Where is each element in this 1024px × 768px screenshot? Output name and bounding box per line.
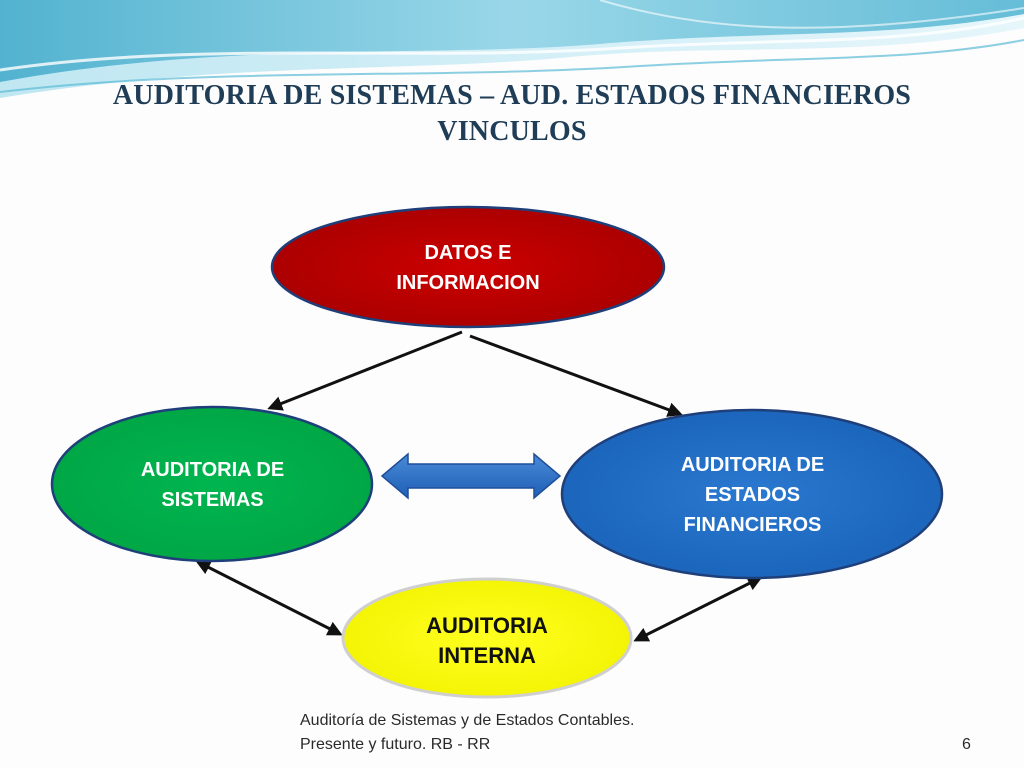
node-estados-line1: AUDITORIA DE xyxy=(680,454,825,476)
page-number: 6 xyxy=(962,736,971,753)
node-datos-label: DATOS E INFORMACION xyxy=(330,238,606,298)
node-auditoria-sistemas xyxy=(50,405,374,563)
node-sistemas-line2: SISTEMAS xyxy=(161,489,264,511)
arrow-sistemas-interna xyxy=(195,560,343,636)
node-auditoria-estados xyxy=(560,408,944,580)
arrow-interna-estados xyxy=(633,576,763,642)
node-interna-line2: INTERNA xyxy=(438,643,536,668)
double-arrow-sistemas-estados xyxy=(380,452,562,500)
wave-header xyxy=(0,0,1024,98)
arrow-datos-to-estados xyxy=(469,334,683,417)
node-interna-line1: AUDITORIA xyxy=(426,613,548,638)
node-interna-label: AUDITORIA INTERNA xyxy=(370,610,604,672)
footer-line2: Presente y futuro. RB - RR xyxy=(300,736,491,753)
footer-line1: Auditoría de Sistemas y de Estados Conta… xyxy=(300,712,635,729)
node-auditoria-interna xyxy=(341,577,633,699)
arrow-datos-to-sistemas xyxy=(267,330,463,411)
slide-title-line1: AUDITORIA DE SISTEMAS – AUD. ESTADOS FIN… xyxy=(112,80,912,111)
node-datos-informacion xyxy=(270,205,666,329)
node-estados-line3: FINANCIEROS xyxy=(683,514,822,536)
node-estados-label: AUDITORIA DE ESTADOS FINANCIEROS xyxy=(600,450,905,540)
node-sistemas-label: AUDITORIA DE SISTEMAS xyxy=(80,454,345,516)
node-sistemas-line1: AUDITORIA DE xyxy=(140,459,285,481)
node-datos-line1: DATOS E xyxy=(424,242,512,264)
slide-title-line2: VINCULOS xyxy=(437,116,587,147)
node-estados-line2: ESTADOS xyxy=(704,484,801,506)
node-datos-line2: INFORMACION xyxy=(396,272,540,294)
